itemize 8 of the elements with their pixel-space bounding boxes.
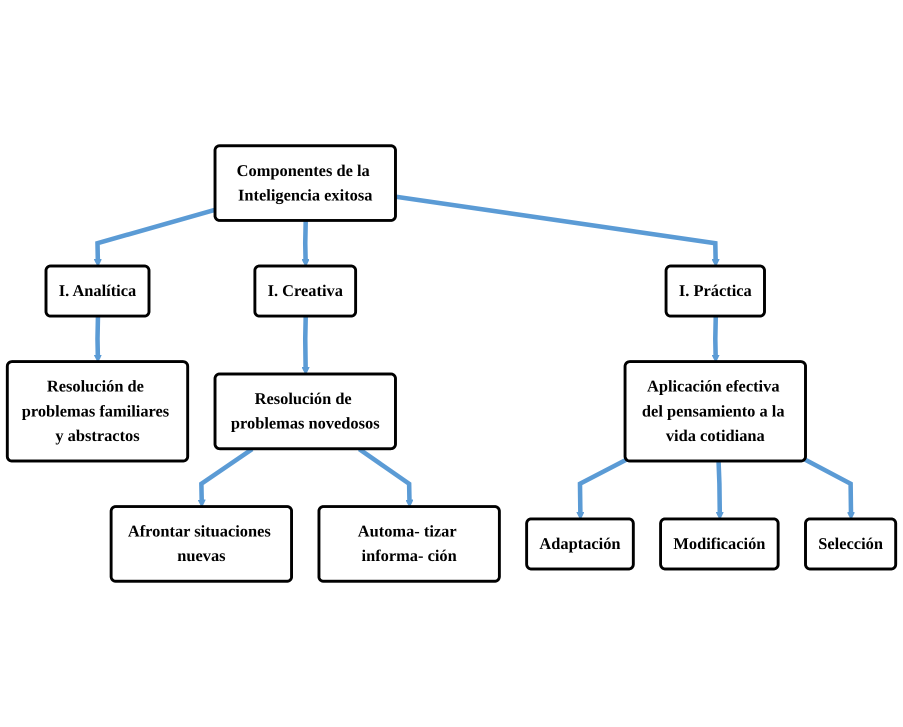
arrow (94, 316, 102, 362)
arrow (716, 461, 724, 520)
arrow (712, 316, 720, 362)
arrow (302, 316, 310, 375)
arrow (396, 194, 720, 267)
arrow (302, 220, 310, 267)
arrow (576, 458, 628, 520)
arrow (804, 458, 855, 520)
